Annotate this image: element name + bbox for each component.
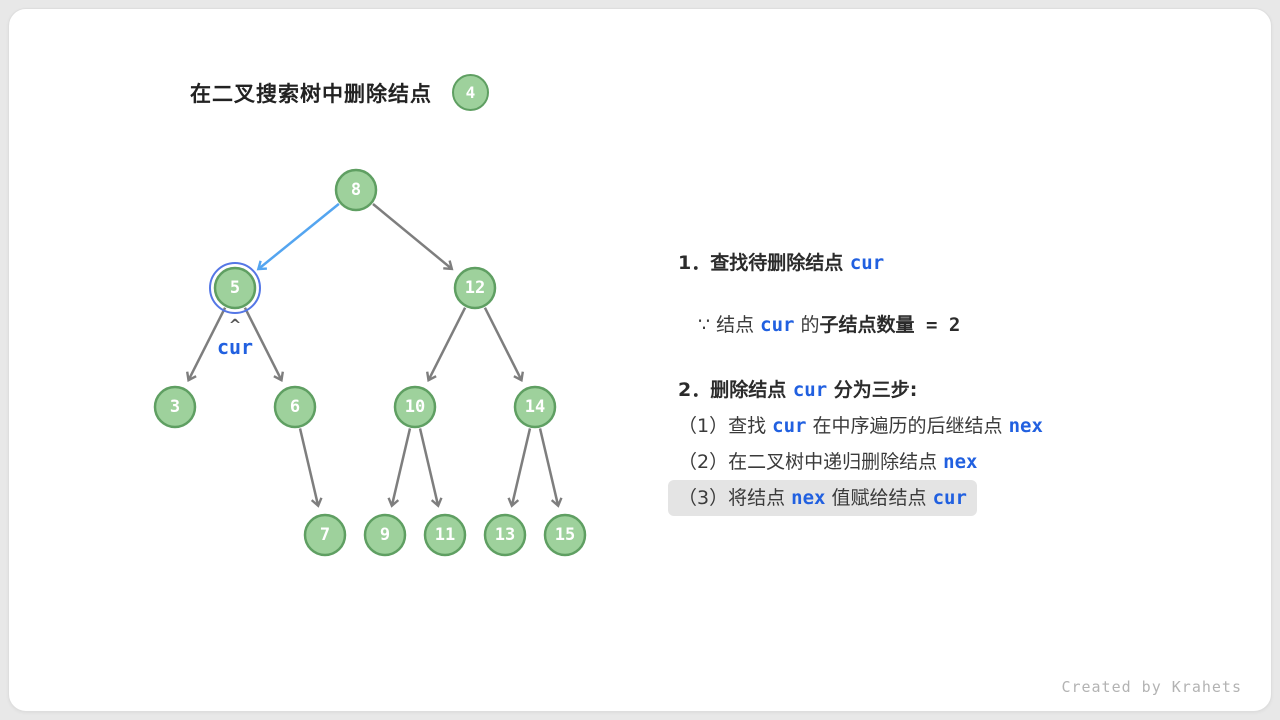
text-segment: nex bbox=[943, 451, 978, 473]
tree-edge-12-14 bbox=[483, 307, 524, 383]
node-value-label: 13 bbox=[495, 525, 515, 545]
tree-node-8: 8 bbox=[334, 168, 378, 212]
text-segment: cur bbox=[932, 487, 967, 509]
node-value-label: 9 bbox=[380, 525, 390, 545]
step2-item-2: （2）在二叉树中递归删除结点 nex bbox=[668, 444, 987, 480]
node-circle bbox=[213, 266, 257, 310]
tree-edge-14-15 bbox=[538, 428, 563, 508]
step2-title: 2．删除结点 cur 分为三步: bbox=[668, 372, 927, 408]
caret-up-icon: ^ bbox=[229, 316, 242, 334]
tree-node-5: 5 bbox=[209, 262, 261, 314]
node-circle bbox=[543, 513, 587, 557]
text-segment: 子结点数量 bbox=[819, 314, 915, 336]
tree-node-15: 15 bbox=[543, 513, 587, 557]
text-segment: 值赋给结点 bbox=[825, 487, 933, 509]
tree-node-3: 3 bbox=[153, 385, 197, 429]
step1-title: 1．查找待删除结点 cur bbox=[668, 245, 894, 281]
text-segment: 分为三步: bbox=[827, 379, 918, 401]
tree-edge-12-10 bbox=[426, 307, 467, 383]
node-circle bbox=[334, 168, 378, 212]
node-value-label: 5 bbox=[230, 278, 240, 298]
text-segment: 的 bbox=[794, 314, 820, 336]
text-segment: nex bbox=[1008, 415, 1043, 437]
title-row: 在二叉搜索树中删除结点 4 bbox=[190, 74, 489, 111]
text-segment: ∵ 结点 bbox=[698, 314, 761, 336]
tree-edge-8-12 bbox=[372, 203, 454, 271]
text-segment: cur bbox=[760, 314, 795, 336]
step2-item-1: （1）查找 cur 在中序遍历的后继结点 nex bbox=[668, 408, 1053, 444]
tree-edge-8-5 bbox=[256, 202, 340, 271]
node-value-label: 8 bbox=[351, 180, 361, 200]
tree-edge-5-3 bbox=[186, 307, 227, 383]
node-circle bbox=[153, 385, 197, 429]
text-segment: 2．删除结点 bbox=[678, 379, 793, 401]
node-value-label: 11 bbox=[435, 525, 455, 545]
tree-node-14: 14 bbox=[513, 385, 557, 429]
tree-node-6: 6 bbox=[273, 385, 317, 429]
text-segment: （1）查找 bbox=[678, 415, 773, 437]
node-circle bbox=[513, 385, 557, 429]
cur-pointer-label: cur bbox=[217, 335, 253, 359]
tree-edge-14-13 bbox=[507, 428, 532, 508]
node-value-label: 7 bbox=[320, 525, 330, 545]
notes-panel: 1．查找待删除结点 cur ∵ 结点 cur 的子结点数量 = 2 2．删除结点… bbox=[668, 245, 1053, 516]
text-segment: 1．查找待删除结点 bbox=[678, 252, 850, 274]
tree-node-11: 11 bbox=[423, 513, 467, 557]
content-card bbox=[8, 8, 1272, 712]
node-circle bbox=[303, 513, 347, 557]
step-count-badge: 4 bbox=[452, 74, 489, 111]
node-value-label: 10 bbox=[405, 397, 425, 417]
tree-node-9: 9 bbox=[363, 513, 407, 557]
text-segment: cur bbox=[849, 252, 885, 274]
page-title: 在二叉搜索树中删除结点 bbox=[190, 81, 432, 106]
node-value-label: 15 bbox=[555, 525, 575, 545]
text-segment: nex bbox=[791, 487, 826, 509]
node-circle bbox=[483, 513, 527, 557]
tree-edge-10-11 bbox=[418, 428, 443, 508]
cur-highlight-ring bbox=[209, 262, 261, 314]
tree-node-13: 13 bbox=[483, 513, 527, 557]
tree-edge-6-7 bbox=[298, 428, 323, 508]
step2-item-3: （3）将结点 nex 值赋给结点 cur bbox=[668, 480, 977, 516]
node-value-label: 3 bbox=[170, 397, 180, 417]
tree-edge-5-6 bbox=[243, 307, 284, 383]
node-circle bbox=[273, 385, 317, 429]
text-segment: cur bbox=[772, 415, 807, 437]
text-segment: = 2 bbox=[914, 314, 961, 336]
text-segment: （3）将结点 bbox=[678, 487, 792, 509]
text-segment: cur bbox=[792, 379, 828, 401]
tree-node-12: 12 bbox=[453, 266, 497, 310]
node-value-label: 6 bbox=[290, 397, 300, 417]
node-value-label: 12 bbox=[465, 278, 485, 298]
node-circle bbox=[423, 513, 467, 557]
tree-edge-10-9 bbox=[387, 428, 412, 508]
text-segment: （2）在二叉树中递归删除结点 bbox=[678, 451, 944, 473]
node-value-label: 14 bbox=[525, 397, 545, 417]
node-circle bbox=[453, 266, 497, 310]
text-segment: 在中序遍历的后继结点 bbox=[806, 415, 1009, 437]
step1-reason: ∵ 结点 cur 的子结点数量 = 2 bbox=[668, 307, 970, 343]
watermark: Created by Krahets bbox=[1061, 678, 1242, 696]
step2-items: （1）查找 cur 在中序遍历的后继结点 nex（2）在二叉树中递归删除结点 n… bbox=[668, 408, 1053, 516]
tree-node-7: 7 bbox=[303, 513, 347, 557]
node-circle bbox=[393, 385, 437, 429]
tree-node-10: 10 bbox=[393, 385, 437, 429]
node-circle bbox=[363, 513, 407, 557]
